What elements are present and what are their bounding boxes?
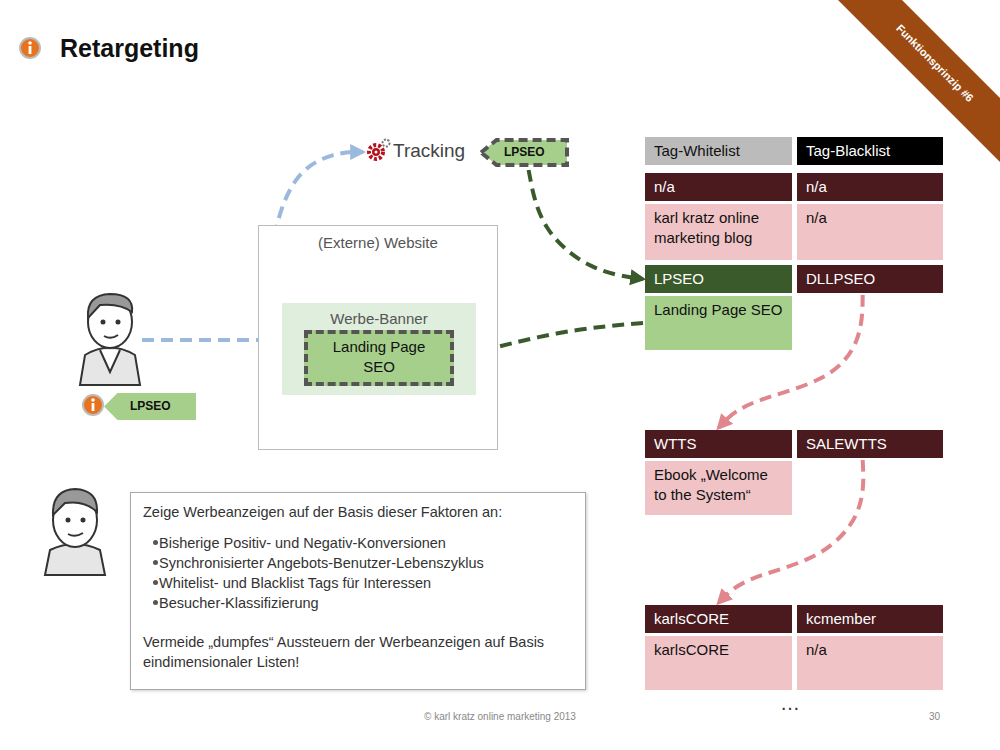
node-text: Tag-Whitelist [654, 141, 783, 161]
table-header: Tag-Whitelist [645, 137, 792, 165]
tag-cell: WTTS [645, 430, 792, 458]
node-text: karlsCORE [654, 640, 783, 660]
callout-box: Zeige Werbeanzeigen auf der Basis dieser… [130, 492, 586, 690]
person-illustration [80, 294, 140, 385]
tag-cell: SALEWTTS [797, 430, 943, 458]
node-text: Werbe-Banner [286, 310, 472, 327]
node-text: n/a [806, 640, 934, 660]
tag-cell: DLLPSEO [797, 265, 943, 293]
tag-outline [104, 393, 196, 420]
node-text: Landing Page SEO [654, 300, 783, 320]
node-text: Ebook „Welcome to the System“ [654, 465, 783, 505]
callout-text: Whitelist- und Blacklist Tags für Intere… [143, 573, 573, 593]
tag-description: Ebook „Welcome to the System“ [645, 461, 792, 515]
callout-text: Bisherige Positiv- und Negativ-Konversio… [143, 533, 573, 553]
node-text: kcmember [806, 609, 934, 629]
tag-label: LPSEO [478, 137, 570, 168]
node-text: SALEWTTS [806, 434, 934, 454]
tag-label: LPSEO [104, 393, 196, 420]
slide-title: Retargeting [60, 34, 199, 63]
node-text: LPSEO [654, 269, 783, 289]
tag-cell: karlsCORE [645, 605, 792, 633]
tag-cell: kcmember [797, 605, 943, 633]
page-number: 30 [900, 711, 940, 722]
person-illustration [45, 489, 105, 575]
node-text: n/a [806, 177, 934, 197]
node-text: WTTS [654, 434, 783, 454]
node-text: karl kratz online marketing blog [654, 208, 783, 248]
tracking-node: Tracking [365, 138, 465, 166]
node-text: n/a [806, 208, 934, 228]
node-text: LPSEO [130, 393, 196, 420]
dashed-connector [529, 170, 643, 279]
tag-cell: n/a [797, 173, 943, 201]
corner-ribbon-text: Funktionsprinzip #6 [885, 13, 985, 113]
tag-description: karlsCORE [645, 636, 792, 690]
tag-description: n/a [797, 204, 943, 260]
node-text: (Externe) Website [263, 234, 493, 251]
node-text: Tracking [393, 138, 465, 164]
callout-text: Besucher-Klassifizierung [143, 593, 573, 613]
callout-text: Zeige Werbeanzeigen auf der Basis dieser… [143, 502, 573, 522]
tag-cell: n/a [645, 173, 792, 201]
node-text: karlsCORE [654, 609, 783, 629]
continuation-mark: … [770, 692, 810, 715]
bullet [153, 560, 158, 565]
node-text: LPSEO [504, 137, 570, 168]
tag-description: n/a [797, 636, 943, 690]
node-text: Tag-Blacklist [806, 141, 934, 161]
callout-text: Synchronisierter Angebots-Benutzer-Leben… [143, 553, 573, 573]
gear-icon [369, 140, 390, 160]
visitor-arrow [142, 338, 272, 342]
footer-copyright: © karl kratz online marketing 2013 [330, 711, 670, 722]
bullet [153, 580, 158, 585]
landing-page-box: Landing Page SEO [304, 330, 454, 386]
bullet [153, 600, 158, 605]
tag-description: Landing Page SEO [645, 296, 792, 350]
website-box: Landing Page SEO Werbe-Banner (Externe) We… [258, 225, 498, 450]
callout-text: Vermeide „dumpfes“ Aussteuern der Werbea… [143, 632, 573, 672]
node-text: Landing Page SEO [316, 337, 442, 377]
info-icon [20, 38, 40, 58]
tag-description: karl kratz online marketing blog [645, 204, 792, 260]
table-header: Tag-Blacklist [797, 137, 943, 165]
info-icon [83, 395, 103, 415]
tag-cell: LPSEO [645, 265, 792, 293]
banner-box: Landing Page SEO Werbe-Banner [282, 303, 476, 395]
node-text: n/a [654, 177, 783, 197]
bullet [153, 540, 158, 545]
node-text: DLLPSEO [806, 269, 934, 289]
